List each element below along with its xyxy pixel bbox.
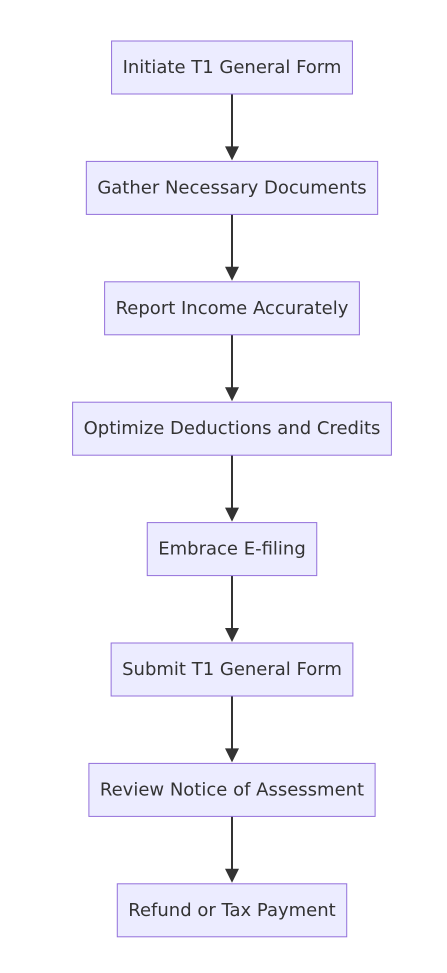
- arrowhead: [225, 507, 239, 522]
- flowchart-node: Report Income Accurately: [104, 281, 360, 336]
- flow-arrow: [225, 575, 239, 642]
- node-box: [72, 401, 392, 456]
- flowchart-node: Review Notice of Assessment: [88, 762, 376, 817]
- flowchart-node: Gather Necessary Documents: [85, 160, 379, 215]
- node-label: Report Income Accurately: [116, 298, 349, 319]
- node-label: Initiate T1 General Form: [123, 57, 342, 78]
- flowchart-node: Refund or Tax Payment: [116, 883, 348, 938]
- flow-arrow: [225, 816, 239, 883]
- flow-arrow: [225, 94, 239, 161]
- flowchart-node: Submit T1 General Form: [110, 642, 354, 697]
- arrowhead: [225, 628, 239, 642]
- flow-arrow: [225, 455, 239, 522]
- flowchart-node: Embrace E-filing: [146, 522, 318, 577]
- node-box: [85, 160, 379, 215]
- arrowhead: [225, 868, 239, 883]
- node-box: [88, 762, 376, 817]
- node-box: [110, 642, 354, 697]
- arrowhead: [225, 748, 239, 763]
- node-box: [111, 40, 353, 95]
- node-label: Review Notice of Assessment: [100, 779, 364, 800]
- node-label: Optimize Deductions and Credits: [84, 418, 381, 439]
- flowchart-node: Initiate T1 General Form: [111, 40, 353, 95]
- arrowhead: [225, 387, 239, 402]
- flow-arrow: [225, 696, 239, 763]
- flow-arrow: [225, 214, 239, 281]
- node-label: Gather Necessary Documents: [97, 177, 366, 198]
- node-box: [104, 281, 360, 336]
- node-box: [116, 883, 348, 938]
- node-box: [146, 522, 318, 577]
- flowchart-node: Optimize Deductions and Credits: [72, 401, 392, 456]
- node-label: Submit T1 General Form: [122, 659, 342, 680]
- node-label: Embrace E-filing: [158, 539, 306, 560]
- arrowhead: [225, 266, 239, 281]
- node-label: Refund or Tax Payment: [128, 900, 335, 921]
- flow-arrow: [225, 334, 239, 402]
- arrowhead: [225, 146, 239, 161]
